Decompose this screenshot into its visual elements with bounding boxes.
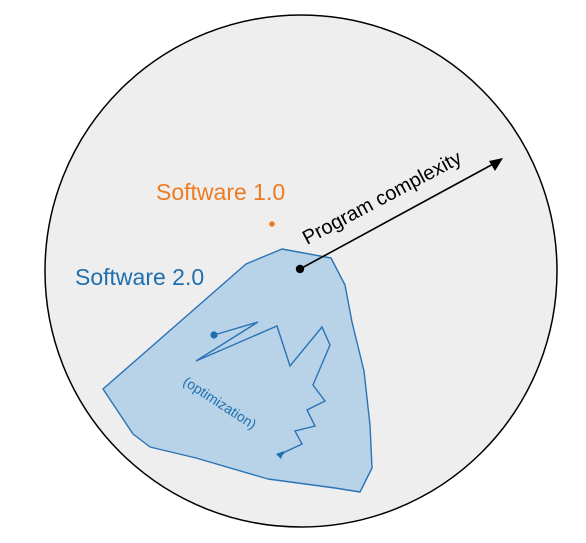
software-1-label: Software 1.0 bbox=[156, 179, 285, 205]
software-1-dot bbox=[269, 221, 275, 227]
complexity-origin-dot bbox=[295, 264, 305, 274]
complexity-arrow-line bbox=[299, 162, 496, 270]
optimization-path bbox=[195, 321, 331, 457]
software-2-region bbox=[102, 248, 373, 493]
optimization-start-dot bbox=[210, 331, 218, 339]
software-2-label: Software 2.0 bbox=[75, 264, 204, 290]
optimization-end-arrowhead bbox=[276, 451, 284, 459]
complexity-arrowhead bbox=[489, 158, 503, 171]
